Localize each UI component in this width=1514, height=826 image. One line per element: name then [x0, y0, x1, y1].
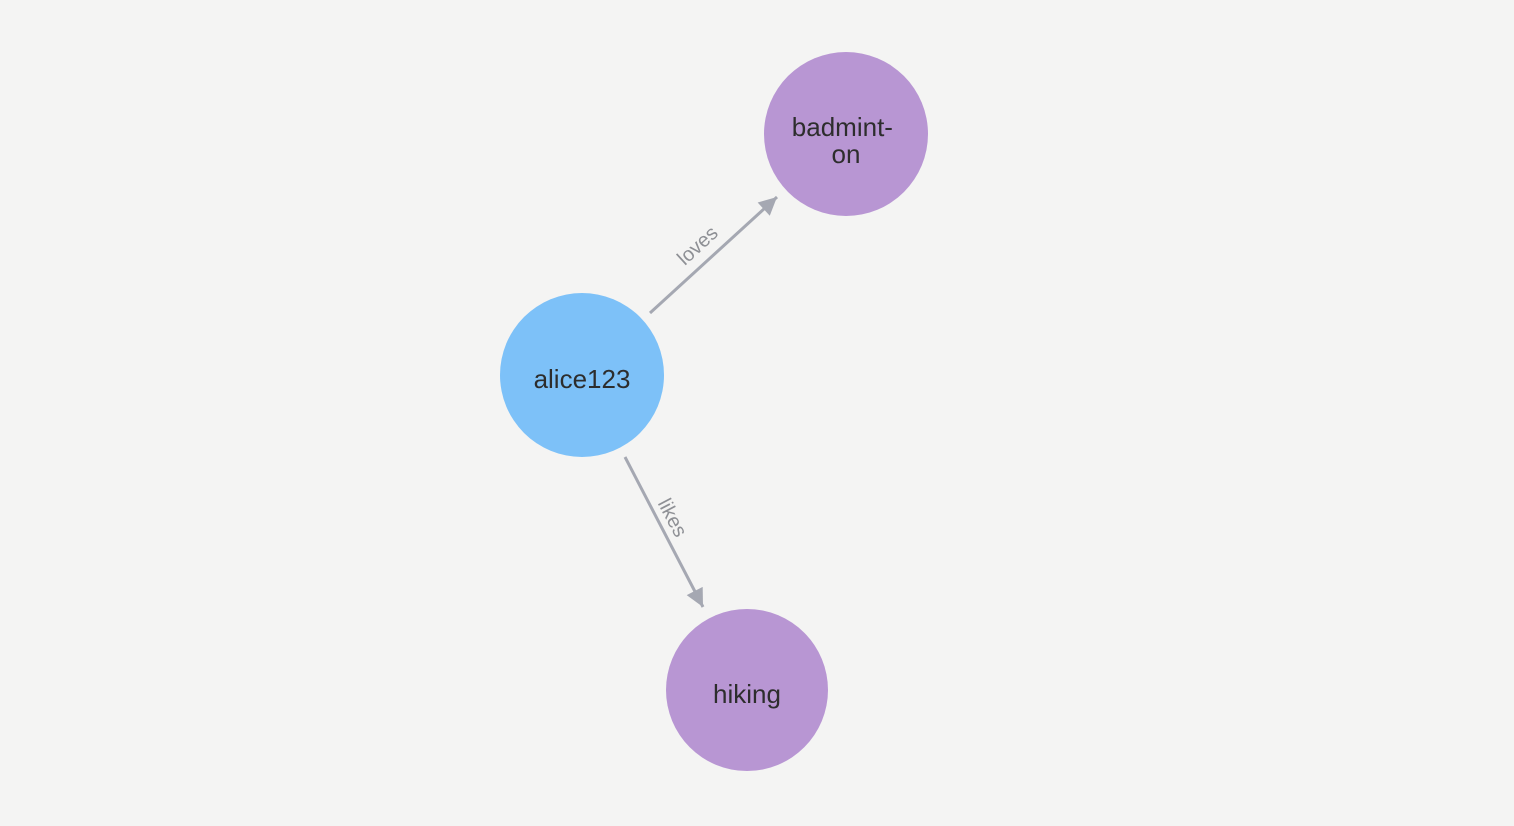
node-hiking: hiking: [666, 609, 828, 771]
node-badminton: badmint- on: [764, 52, 928, 216]
edge-loves-line[interactable]: [648, 195, 779, 315]
node-alice123: alice123: [500, 293, 664, 457]
edge-loves: loves: [648, 195, 779, 315]
edge-likes: likes: [623, 456, 705, 608]
node-alice123-circle[interactable]: [500, 293, 664, 457]
node-hiking-circle[interactable]: [666, 609, 828, 771]
edge-likes-line[interactable]: [623, 456, 705, 608]
node-alice123-label: alice123: [534, 364, 631, 394]
node-badminton-circle[interactable]: [764, 52, 928, 216]
node-badminton-label: badmint- on: [792, 112, 900, 169]
edge-loves-label[interactable]: loves: [673, 222, 722, 270]
node-badminton-label-line1: badmint-: [792, 112, 893, 142]
node-hiking-label: hiking: [713, 679, 781, 709]
node-badminton-label-line2: on: [832, 139, 861, 169]
edge-likes-label[interactable]: likes: [653, 495, 691, 541]
